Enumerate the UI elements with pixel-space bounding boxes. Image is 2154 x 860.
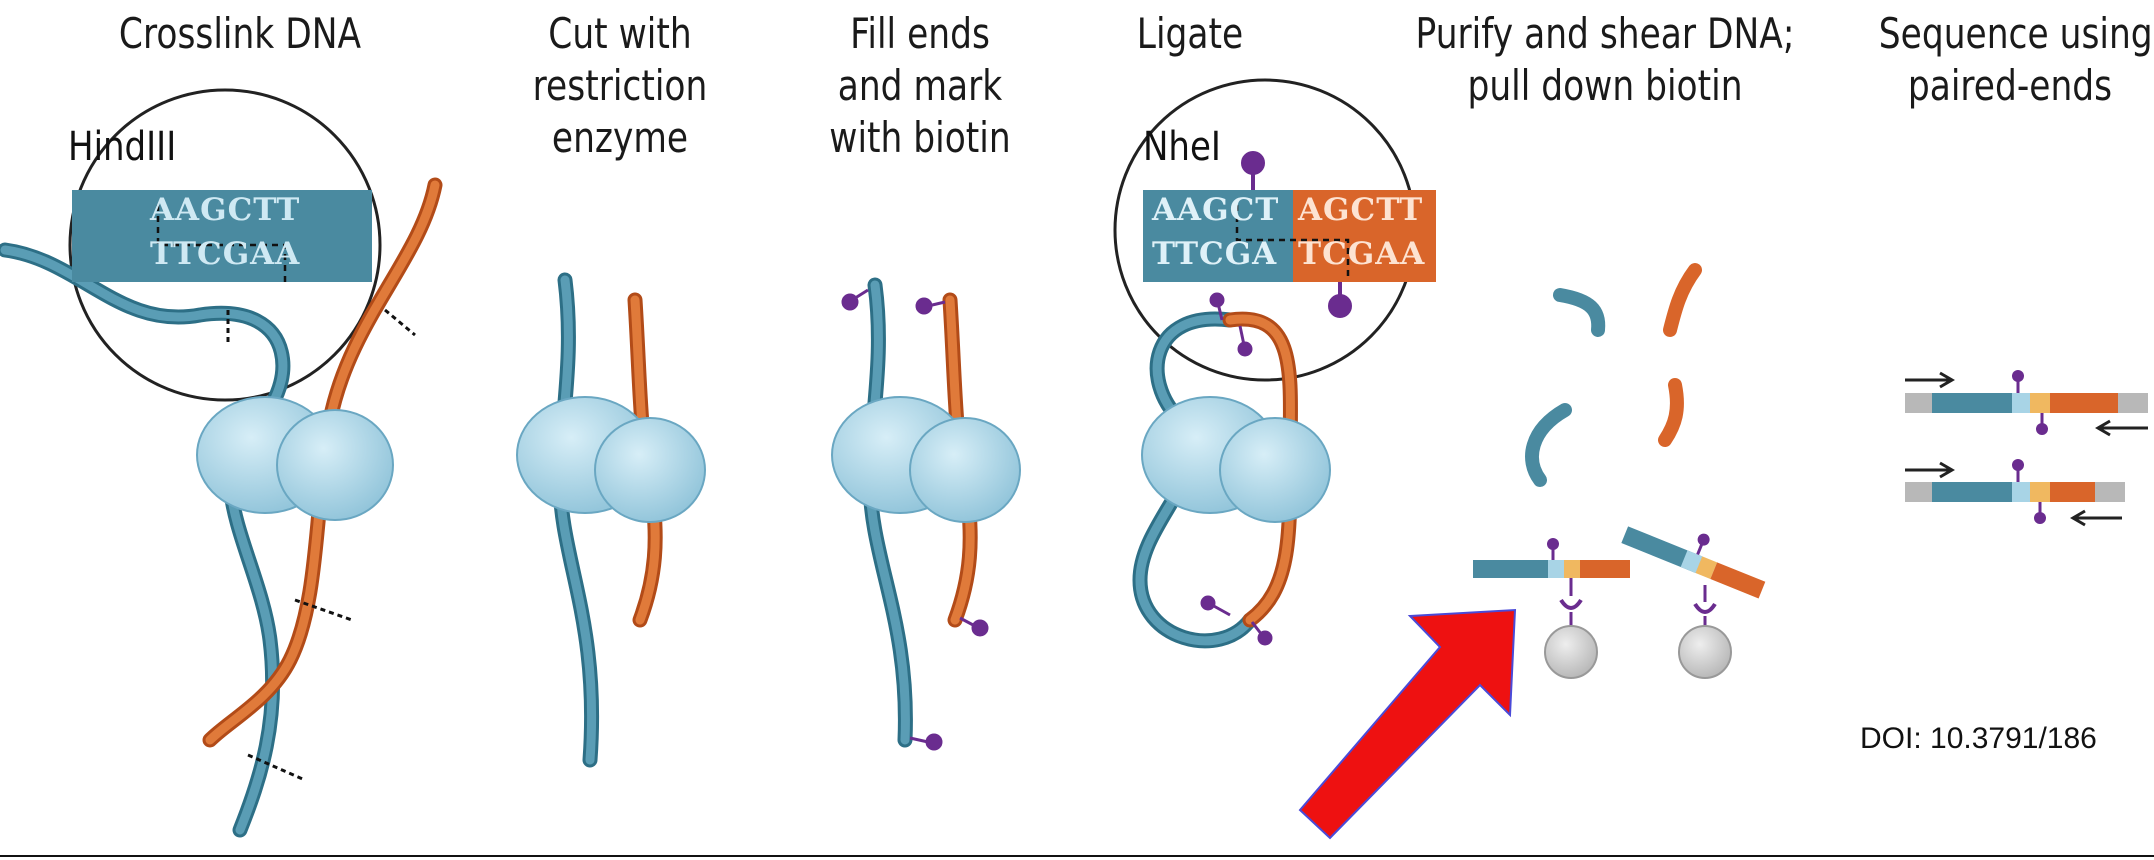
- enzyme-label-hindiii: HindIII: [68, 124, 176, 170]
- panel-sequence: [1905, 370, 2148, 525]
- doi-text: DOI: 10.3791/186: [1860, 722, 2097, 756]
- nucleosome: [517, 397, 705, 522]
- sequence-bottom-right: TCGAA: [1298, 236, 1425, 272]
- sequence-top-right: AGCTT: [1298, 192, 1423, 228]
- nucleosome: [197, 397, 393, 520]
- forward-read-arrow: [1905, 463, 1952, 477]
- read-pair: [1905, 459, 2125, 525]
- sequence-bottom: TTCGAA: [150, 236, 300, 272]
- sheared-fragment-orange: [1670, 270, 1695, 330]
- nucleosome: [1142, 397, 1330, 522]
- reverse-read-arrow: [2073, 511, 2122, 525]
- sheared-fragment-blue: [1532, 410, 1565, 480]
- panel-fill: [832, 285, 1020, 749]
- reverse-read-arrow: [2098, 421, 2148, 435]
- sequence-top: AAGCTT: [150, 192, 300, 228]
- sequence-bottom-left: TTCGA: [1152, 236, 1277, 272]
- enzyme-label-nhei: NheI: [1143, 124, 1221, 170]
- pulled-down-fragment: [1621, 506, 1773, 599]
- sequence-top-left: AAGCT: [1152, 192, 1279, 228]
- red-pointer-arrow: [1300, 610, 1515, 838]
- forward-read-arrow: [1905, 373, 1952, 387]
- streptavidin-bead: [1545, 626, 1597, 678]
- cut-marker: [385, 310, 415, 335]
- panel-purify: [1473, 270, 1774, 678]
- panel-cut: [517, 280, 705, 760]
- sheared-fragment-blue: [1560, 295, 1598, 330]
- sheared-fragment-orange: [1665, 385, 1677, 440]
- streptavidin-bead: [1679, 626, 1731, 678]
- nucleosome: [832, 397, 1020, 522]
- read-pair: [1905, 370, 2148, 435]
